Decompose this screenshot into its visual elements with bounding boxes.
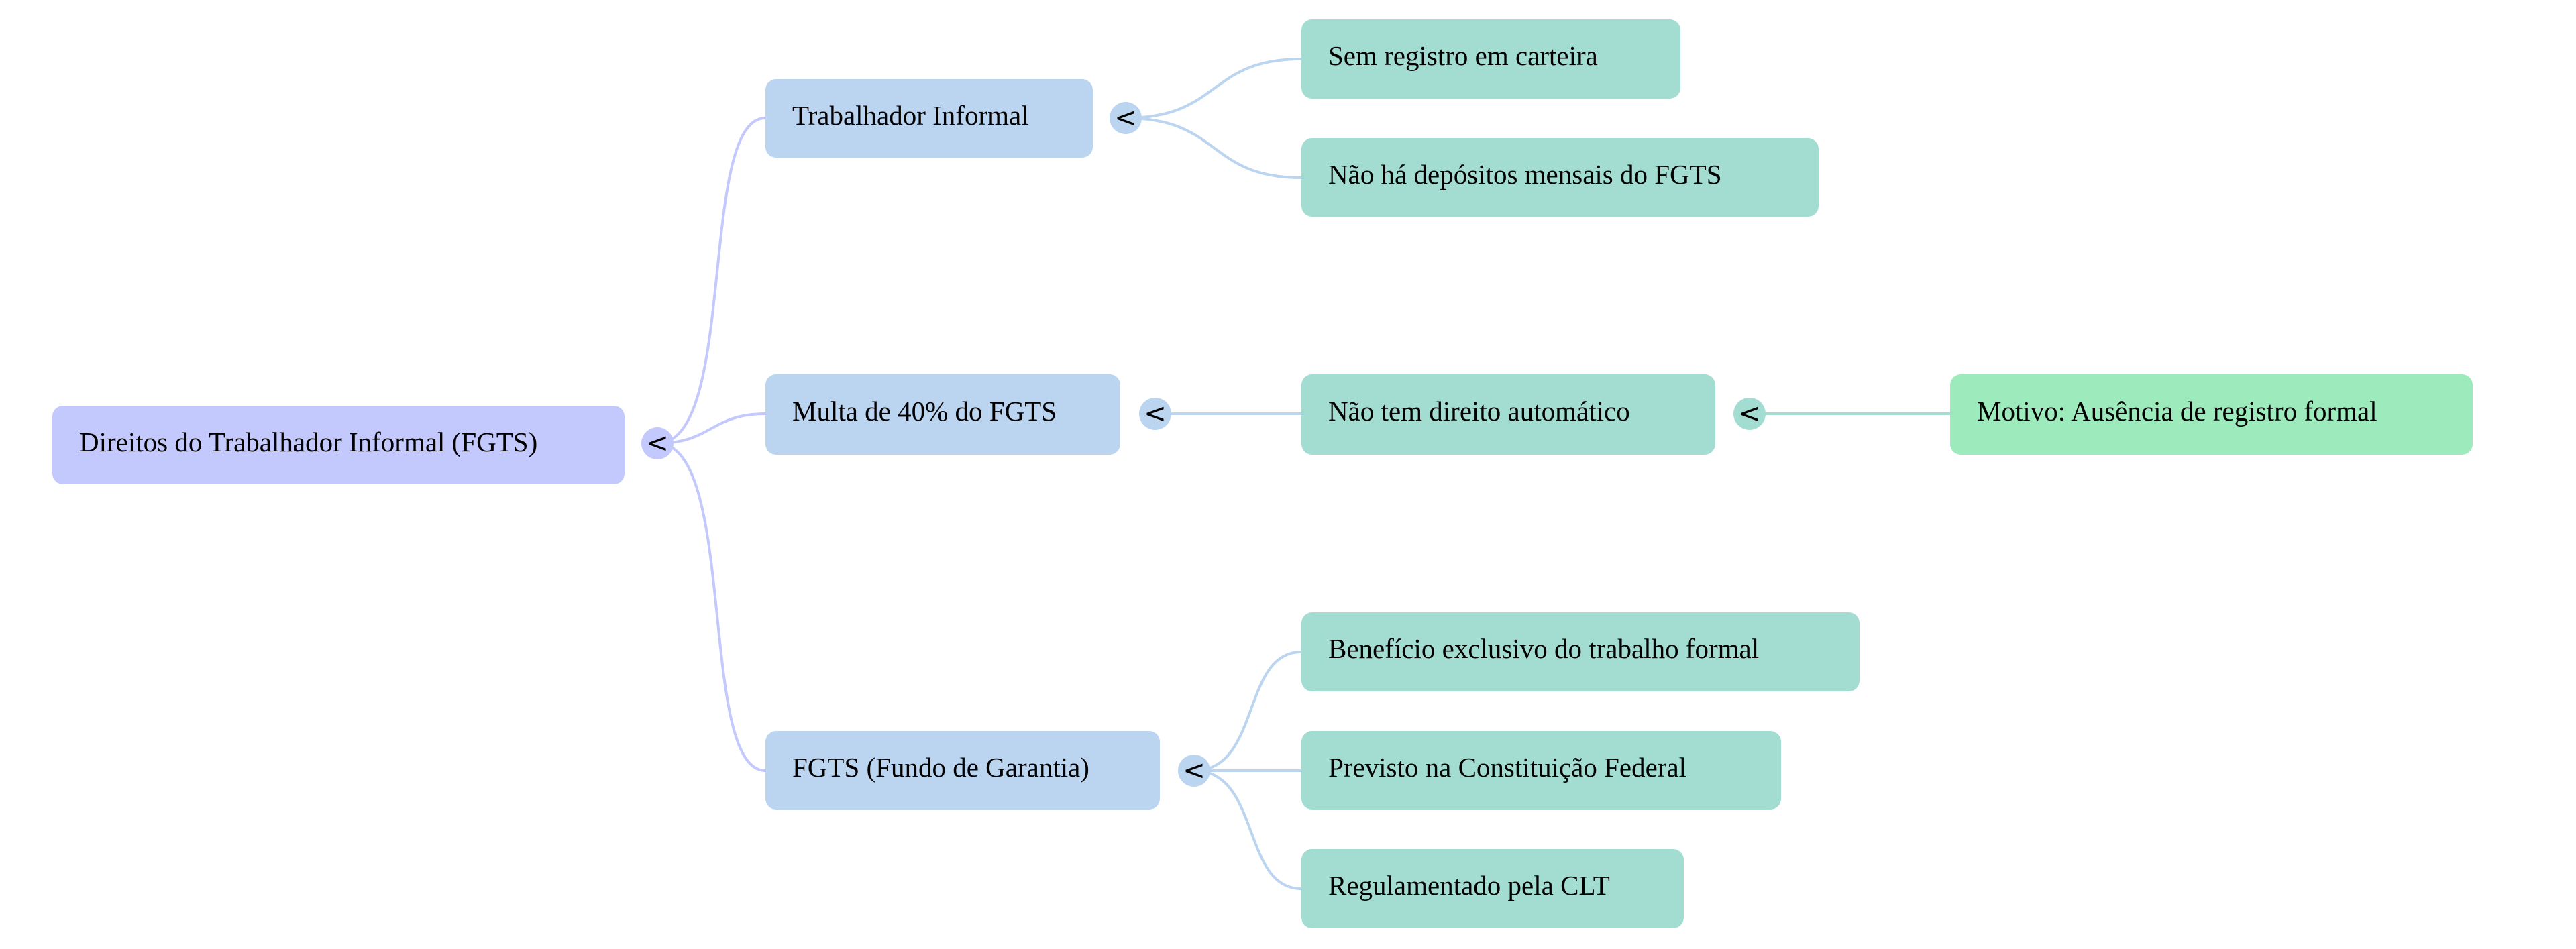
link-root-multa [657, 412, 766, 445]
node-label: Multa de 40% do FGTS [792, 396, 1057, 427]
node-label: Motivo: Ausência de registro formal [1977, 396, 2377, 427]
node-label: Não há depósitos mensais do FGTS [1328, 158, 1722, 190]
node-label: Regulamentado pela CLT [1328, 870, 1610, 901]
node-sem-registro[interactable]: Sem registro em carteira [1301, 19, 1680, 99]
link-trabalhador-nao-ha [1125, 117, 1302, 179]
collapse-toggle-nao-tem-direito[interactable]: < [1733, 398, 1766, 430]
node-nao-ha-depositos[interactable]: Não há depósitos mensais do FGTS [1301, 138, 1819, 217]
node-label: Previsto na Constituição Federal [1328, 751, 1687, 783]
node-beneficio-exclusivo[interactable]: Benefício exclusivo do trabalho formal [1301, 612, 1860, 691]
link-fgts-beneficio [1193, 651, 1302, 772]
node-label: Não tem direito automático [1328, 396, 1630, 427]
node-label: Sem registro em carteira [1328, 40, 1598, 71]
node-trabalhador-informal[interactable]: Trabalhador Informal [765, 79, 1093, 158]
link-root-fgts [657, 442, 766, 772]
node-nao-tem-direito[interactable]: Não tem direito automático [1301, 374, 1715, 455]
link-fgts-regulamentado [1193, 769, 1302, 890]
root-node[interactable]: Direitos do Trabalhador Informal (FGTS) [52, 406, 625, 484]
node-motivo[interactable]: Motivo: Ausência de registro formal [1950, 374, 2473, 455]
root-label: Direitos do Trabalhador Informal (FGTS) [79, 426, 538, 457]
node-label: Trabalhador Informal [792, 99, 1029, 131]
link-trabalhador-sem-registro [1125, 58, 1302, 119]
node-label: FGTS (Fundo de Garantia) [792, 751, 1089, 783]
collapse-toggle-multa[interactable]: < [1139, 398, 1171, 430]
node-previsto-constituicao[interactable]: Previsto na Constituição Federal [1301, 731, 1781, 810]
link-root-trabalhador [657, 117, 766, 445]
node-label: Benefício exclusivo do trabalho formal [1328, 633, 1760, 664]
node-fgts[interactable]: FGTS (Fundo de Garantia) [765, 731, 1160, 810]
node-regulamentado-clt[interactable]: Regulamentado pela CLT [1301, 849, 1684, 928]
node-multa[interactable]: Multa de 40% do FGTS [765, 374, 1120, 455]
collapse-toggle-root[interactable]: < [641, 427, 674, 459]
collapse-toggle-trabalhador[interactable]: < [1110, 102, 1142, 134]
collapse-toggle-fgts[interactable]: < [1178, 755, 1210, 787]
